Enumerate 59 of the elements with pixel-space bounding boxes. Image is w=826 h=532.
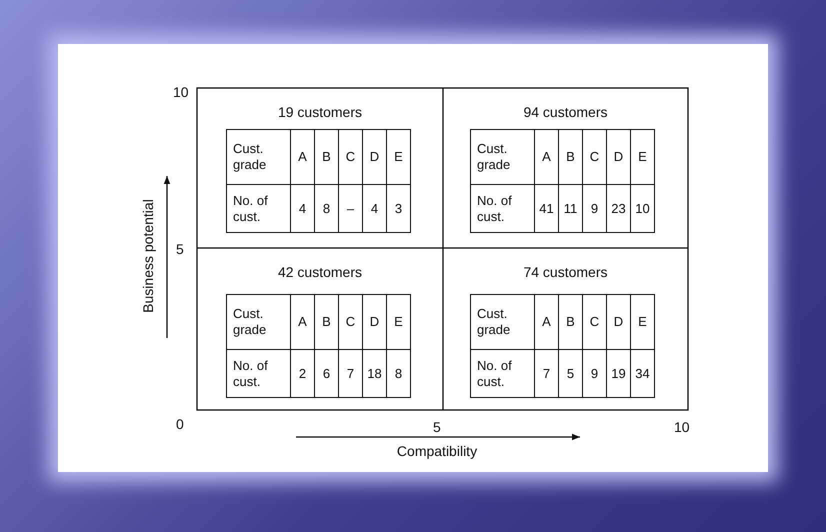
axis-title: Compatibility [396,443,478,459]
table-cell: A [534,294,558,350]
table-cell: 3 [386,184,410,232]
table-cell: 4 [362,184,386,232]
tick-label: 10 [173,84,189,100]
row-header-cell: Cust. grade [226,130,290,184]
row-header-cell: No. of cust. [470,184,534,232]
table-cell: D [362,294,386,350]
table-cell: A [290,294,314,350]
table-cell: 41 [534,184,558,232]
table-cell: 10 [630,184,654,232]
table-cell: C [582,130,606,184]
table-cell: A [290,130,314,184]
quadrant-heading: 42 customers [276,264,364,280]
table-cell: 23 [606,184,630,232]
table-cell: D [606,294,630,350]
table-cell: 34 [630,350,654,398]
table-cell: 18 [362,350,386,398]
table-cell: 8 [314,184,338,232]
table-cell: A [534,130,558,184]
table-cell: 5 [558,350,582,398]
axis-title: Business potential [140,199,156,313]
table-cell: C [338,130,362,184]
table-cell: D [362,130,386,184]
table-cell: 19 [606,350,630,398]
quadrant-heading: 19 customers [276,104,364,120]
row-header-cell: Cust. grade [470,130,534,184]
table-cell: 9 [582,184,606,232]
table-cell: 7 [338,350,362,398]
table-cell: B [314,294,338,350]
tick-label: 10 [674,419,690,435]
table-cell: 4 [290,184,314,232]
row-header-cell: Cust. grade [470,294,534,350]
row-header-cell: No. of cust. [226,184,290,232]
table-cell: E [630,294,654,350]
table-cell: B [558,294,582,350]
table-cell: 6 [314,350,338,398]
table-cell: B [558,130,582,184]
row-header-cell: No. of cust. [226,350,290,398]
table-cell: E [386,130,410,184]
table-cell: B [314,130,338,184]
table-cell: C [582,294,606,350]
table-cell: E [386,294,410,350]
tick-label: 5 [433,419,441,435]
table-cell: 7 [534,350,558,398]
table-cell: D [606,130,630,184]
tick-label: 0 [176,416,184,432]
table-cell: C [338,294,362,350]
table-cell: – [338,184,362,232]
quadrant-heading: 74 customers [522,264,609,280]
quadrant-heading: 94 customers [522,104,609,120]
row-header-cell: Cust. grade [226,294,290,350]
table-cell: 2 [290,350,314,398]
table-cell: E [630,130,654,184]
tick-label: 5 [176,241,184,257]
table-cell: 11 [558,184,582,232]
table-cell: 9 [582,350,606,398]
table-cell: 8 [386,350,410,398]
row-header-cell: No. of cust. [470,350,534,398]
